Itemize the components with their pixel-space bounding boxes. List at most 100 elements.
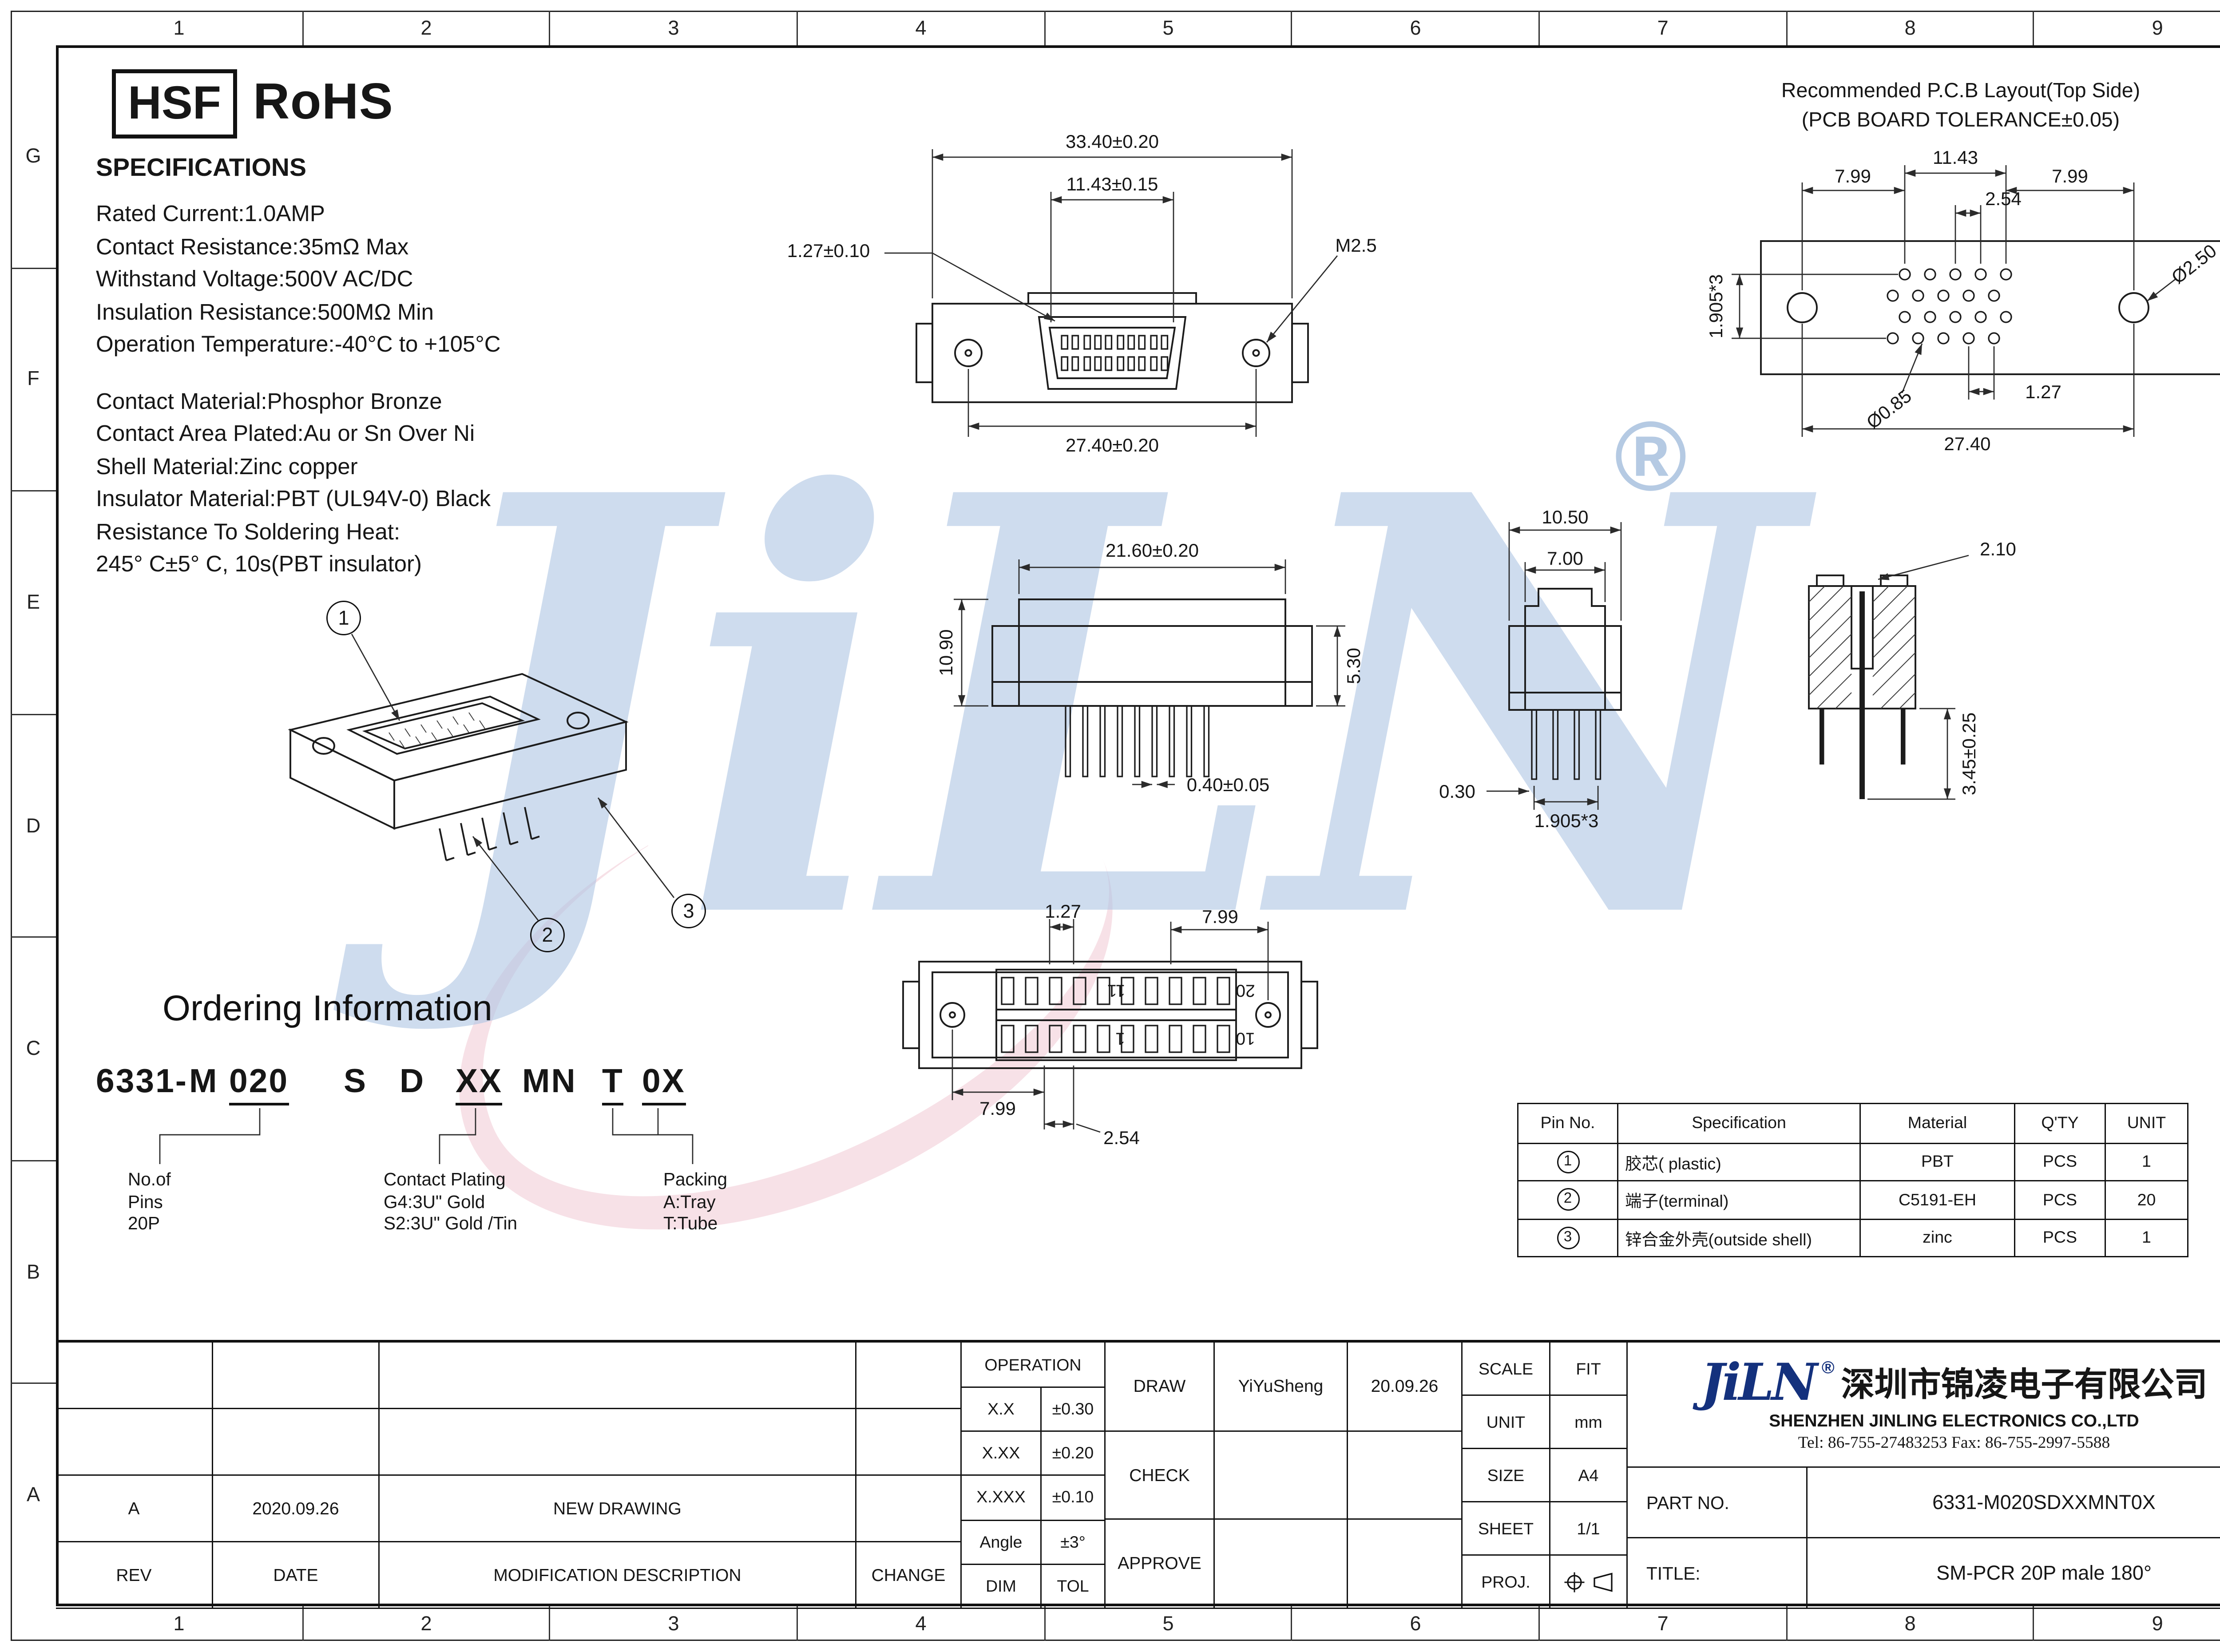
grid-col-cell: 3 [549,1606,797,1641]
dim-pcb-left-offset: 7.99 [1835,165,1871,186]
grid-col-cell: 6 [1291,11,1538,45]
tol-value: TOL [1042,1565,1106,1609]
company-contact: Tel: 86-755-27483253 Fax: 86-755-2997-55… [1798,1432,2110,1451]
scale-value: FIT [1550,1343,1628,1396]
check-date [1348,1431,1463,1520]
grid-col-label: 7 [1657,16,1669,40]
dim-bottom-pitch: 1.27 [1045,900,1081,922]
dim-bottom-left-offset: 7.99 [979,1097,1016,1119]
grid-col-cell: 1 [56,1606,302,1641]
parts-cell: 1 [2105,1218,2187,1256]
label-line: Packing [663,1169,728,1189]
dim-side-height: 10.90 [935,629,956,676]
grid-col-cell: 7 [1538,11,1786,45]
title-row: TITLE: SM-PCR 20P male 180° [1628,1538,2220,1609]
dim-bottom-254: 2.54 [1103,1127,1140,1148]
dim-pcb-mount-span: 27.40 [1944,433,1991,454]
code-d: D [400,1063,425,1100]
code-m: M [189,1063,218,1100]
code-series: 6331- [96,1063,188,1100]
dim-front-screw-thread: M2.5 [1335,234,1377,256]
spec-line: Contact Resistance:35mΩ Max [96,234,409,259]
ordering-title: Ordering Information [163,988,492,1028]
spec-line: Withstand Voltage:500V AC/DC [96,266,413,292]
approve-date [1348,1520,1463,1609]
grid-row-label: C [26,1038,41,1061]
dim-side-body-height: 5.30 [1343,648,1364,684]
parts-cell: PCS [2014,1180,2105,1218]
grid-col-cell: 9 [2033,1606,2220,1641]
check-label: CHECK [1106,1431,1215,1520]
label-line: T:Tube [663,1213,718,1233]
parts-cell: zinc [1859,1218,2014,1256]
company-logo-row: JiLN ® 深圳市锦凌电子有限公司 [1701,1356,2208,1407]
grid-ruler-bottom: 1 2 3 4 5 6 7 8 9 [56,1606,2220,1641]
grid-col-label: 3 [668,1612,679,1635]
sheet-outer-border [11,11,2220,1641]
grid-col-label: 1 [173,1612,185,1635]
dim-front-overall-width: 33.40±0.20 [1066,131,1159,152]
projection-cell [1550,1556,1628,1609]
tol-label: X.X [962,1388,1042,1432]
pin-number-11: 11 [1107,981,1126,1001]
size-value: A4 [1550,1449,1628,1502]
code-suffix: 0X [642,1063,686,1105]
grid-col-cell: 8 [1786,11,2033,45]
dim-front-mount-span: 27.40±0.20 [1066,434,1159,456]
dim-front-contact-span: 11.43±0.15 [1066,173,1158,194]
parts-cell: 端子(terminal) [1617,1180,1859,1218]
rev-cell [213,1343,380,1409]
dim-pcb-row-pitch: 1.905*3 [1705,274,1726,339]
dim-end-tab-width: 7.00 [1547,547,1583,569]
grid-col-cell: 6 [1291,1606,1538,1641]
grid-ruler-top: 1 2 3 4 5 6 7 8 9 [56,11,2220,45]
dim-section-top: 2.10 [1980,538,2016,559]
parts-cell: PCS [2014,1218,2105,1256]
rev-header: REV [56,1542,213,1609]
sheet-inner-border [56,45,2220,1606]
tolerance-table: OPERATION X.X±0.30 X.XX±0.20 X.XXX±0.10 … [962,1340,1106,1609]
grid-col-cell: 5 [1044,1606,1291,1641]
dim-pcb-right-offset: 7.99 [2052,165,2088,186]
spec-line: Shell Material:Zinc copper [96,453,358,479]
company-name-cn: 深圳市锦凌电子有限公司 [1841,1366,2208,1403]
pin-number-20: 20 [1236,981,1255,1001]
grid-col-label: 6 [1410,16,1421,40]
pin-number-1: 1 [1115,1029,1125,1049]
draw-date: 20.09.26 [1348,1343,1463,1431]
circled-number: 2 [1556,1188,1579,1211]
grid-row-cell: E [11,490,56,713]
code-plating: XX [456,1063,503,1105]
rev-date: 2020.09.26 [213,1476,380,1542]
parts-cell: PCS [2014,1142,2105,1180]
grid-row-label: F [27,368,40,391]
drawer-name: YiYuSheng [1215,1343,1348,1431]
registered-mark-icon: ® [1821,1356,1835,1377]
rev-header: DATE [213,1542,380,1609]
compliance-badges: HSF RoHS [112,69,393,138]
sheet-value: 1/1 [1550,1502,1628,1556]
grid-row-label: B [26,1261,40,1284]
grid-col-cell: 8 [1786,1606,2033,1641]
label-line: Contact Plating [384,1169,506,1189]
ordering-packing-label: Packing A:Tray T:Tube [663,1169,727,1236]
rev-cell [56,1343,213,1409]
parts-cell: PBT [1859,1142,2014,1180]
ordering-leader-lines [159,1108,694,1164]
grid-col-cell: 2 [302,1606,549,1641]
tol-label: X.XX [962,1432,1042,1477]
grid-col-label: 9 [2152,1612,2163,1635]
company-block: JiLN ® 深圳市锦凌电子有限公司 SHENZHEN JINLING ELEC… [1628,1343,2220,1468]
dim-side-pin-width: 0.40±0.05 [1186,774,1270,795]
parts-header: Material [1859,1104,2014,1142]
grid-col-label: 8 [1904,16,1916,40]
spec-line: Contact Material:Phosphor Bronze [96,388,442,414]
spec-line: Contact Area Plated:Au or Sn Over Ni [96,421,475,446]
dim-end-pin-width: 0.30 [1439,780,1475,802]
callout-1: 1 [326,601,361,635]
dim-side-width: 21.60±0.20 [1106,539,1199,561]
code-packing: T [602,1063,624,1105]
grid-row-label: E [26,591,40,614]
approve-name [1215,1520,1348,1609]
